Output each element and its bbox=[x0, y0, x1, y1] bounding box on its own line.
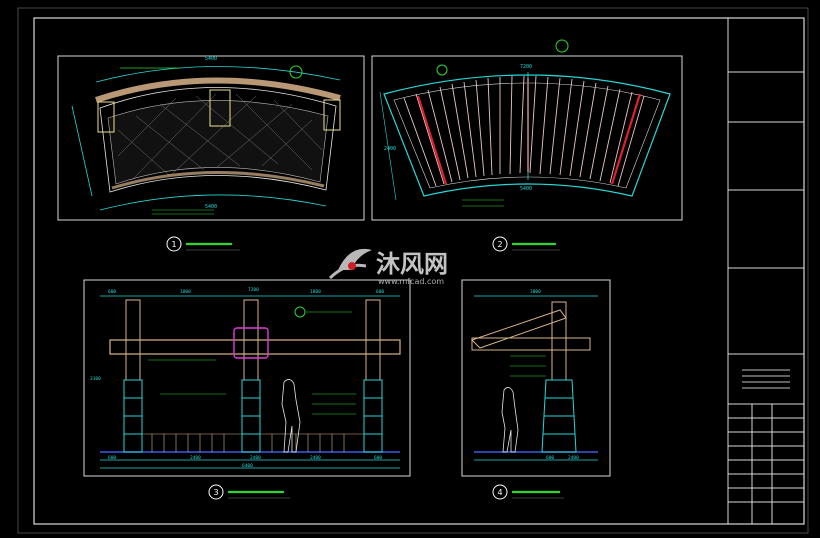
view-3-bottom-dim-5: 600 bbox=[374, 455, 382, 461]
view-3-elevation: 600 1800 7200 1800 600 600 2400 2400 240… bbox=[83, 279, 411, 500]
view-3-frame bbox=[83, 279, 411, 477]
view-4-human-figure bbox=[501, 387, 519, 453]
watermark-brand: 沐风网 bbox=[376, 250, 448, 278]
view-1-plan: 5400 5400 1 bbox=[57, 55, 365, 252]
view-3-top-dim-3: 7200 bbox=[248, 287, 259, 293]
view-3-bottom-dim-1: 600 bbox=[108, 455, 116, 461]
view-2-side-dim: 2400 bbox=[384, 146, 396, 152]
view-2-bottom-dim: 5400 bbox=[520, 186, 532, 192]
view-1-number-circle bbox=[166, 236, 182, 252]
watermark-logo-icon bbox=[328, 248, 372, 280]
view-2-number-circle bbox=[492, 236, 508, 252]
view-3-number-circle bbox=[208, 484, 224, 500]
view-3-pillars bbox=[123, 379, 383, 453]
title-block bbox=[727, 18, 804, 524]
drawing-border bbox=[33, 17, 805, 525]
title-block-notes bbox=[742, 369, 790, 389]
view-2-roof-plan: 7200 5400 2400 2 bbox=[371, 39, 683, 252]
view-1-number: 1 bbox=[171, 240, 176, 249]
view-2-rafters bbox=[403, 75, 645, 187]
view-2-callout bbox=[555, 39, 569, 53]
view-2-frame bbox=[371, 55, 683, 221]
view-4-bottom-dim-2: 2400 bbox=[568, 455, 579, 461]
outer-border bbox=[17, 7, 809, 534]
view-3-bottom-dim-3: 2400 bbox=[250, 455, 261, 461]
view-3-bottom-dim-4: 2400 bbox=[310, 455, 321, 461]
view-3-beam bbox=[109, 339, 401, 355]
view-1-post-center bbox=[209, 89, 231, 127]
view-4-section: 3000 600 2400 4 bbox=[461, 279, 611, 500]
view-3-number: 3 bbox=[213, 488, 218, 497]
watermark-site: www.mfcad.com bbox=[378, 277, 444, 286]
view-3-human-figure bbox=[281, 379, 301, 453]
view-1-frame bbox=[57, 55, 365, 221]
view-1-post-left bbox=[97, 101, 115, 133]
view-4-top-dim: 3000 bbox=[530, 289, 541, 295]
view-1-callout bbox=[289, 65, 303, 79]
view-3-bottom-dim-2: 2400 bbox=[190, 455, 201, 461]
view-3-top-dim-4: 1800 bbox=[310, 289, 321, 295]
view-3-top-dim-5: 600 bbox=[376, 289, 384, 295]
view-4-number: 4 bbox=[497, 488, 502, 497]
view-4-frame bbox=[461, 279, 611, 477]
view-4-pillar bbox=[541, 379, 577, 453]
view-3-top-dim-2: 1800 bbox=[180, 289, 191, 295]
view-3-side-dim: 3100 bbox=[90, 376, 101, 382]
view-1-top-dim: 5400 bbox=[205, 56, 217, 62]
watermark: 沐风网 www.mfcad.com bbox=[328, 248, 448, 286]
view-2-number: 2 bbox=[497, 240, 502, 249]
view-3-top-dim-1: 600 bbox=[108, 289, 116, 295]
view-4-bottom-dim-1: 600 bbox=[546, 455, 554, 461]
view-3-total-dim: 6400 bbox=[242, 463, 253, 469]
view-1-post-right bbox=[323, 99, 341, 131]
view-4-number-circle bbox=[492, 484, 508, 500]
view-3-detail-marker bbox=[233, 327, 269, 359]
view-2-top-dim: 7200 bbox=[520, 64, 532, 70]
view-1-bottom-dim: 5400 bbox=[205, 204, 217, 210]
